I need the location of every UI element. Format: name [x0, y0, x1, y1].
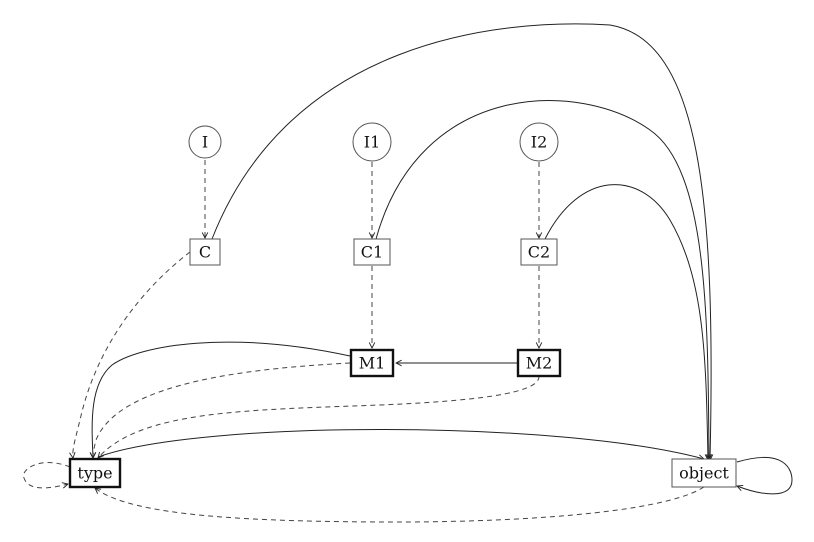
edge-m2-to-type-dashed: [98, 375, 540, 458]
node-type-label: type: [77, 464, 112, 483]
node-i2: I2: [519, 122, 559, 162]
node-i: I: [188, 125, 222, 159]
node-m2: M2: [516, 348, 562, 378]
edge-c1-to-object: [375, 100, 709, 460]
node-type: type: [68, 457, 122, 489]
edge-object-to-type-dashed: [95, 486, 705, 523]
node-object-label: object: [679, 464, 729, 483]
edge-type-to-type-dashed: [23, 462, 71, 488]
edges-layer: [23, 23, 793, 523]
node-i-label: I: [202, 133, 208, 152]
node-c-shape: [189, 238, 221, 266]
node-c2-label: C2: [528, 243, 550, 262]
node-i2-shape: [519, 122, 559, 162]
node-m1: M1: [349, 348, 395, 378]
node-c1-label: C1: [361, 243, 383, 262]
edge-object-to-object: [737, 457, 793, 495]
node-c1-shape: [353, 238, 391, 266]
node-object-shape: [671, 458, 737, 488]
edge-c2-to-object: [544, 184, 708, 460]
node-m1-label: M1: [359, 354, 386, 373]
edge-type-to-object: [97, 429, 704, 459]
node-m2-shape: [516, 348, 562, 378]
edge-m1-to-type-dashed: [93, 362, 351, 458]
node-i-shape: [188, 125, 222, 159]
edge-m1-to-type: [92, 341, 351, 458]
node-i1-shape: [352, 122, 392, 162]
node-i1-label: I1: [364, 133, 381, 152]
node-c2-shape: [520, 238, 558, 266]
edge-c-to-object: [211, 23, 711, 460]
node-c1: C1: [353, 238, 391, 266]
node-type-shape: [68, 457, 122, 489]
node-object: object: [671, 458, 737, 488]
node-i1: I1: [352, 122, 392, 162]
node-c: C: [189, 238, 221, 266]
node-i2-label: I2: [531, 133, 548, 152]
node-m1-shape: [349, 348, 395, 378]
node-m2-label: M2: [526, 354, 553, 373]
node-c2: C2: [520, 238, 558, 266]
node-c-label: C: [199, 243, 211, 262]
